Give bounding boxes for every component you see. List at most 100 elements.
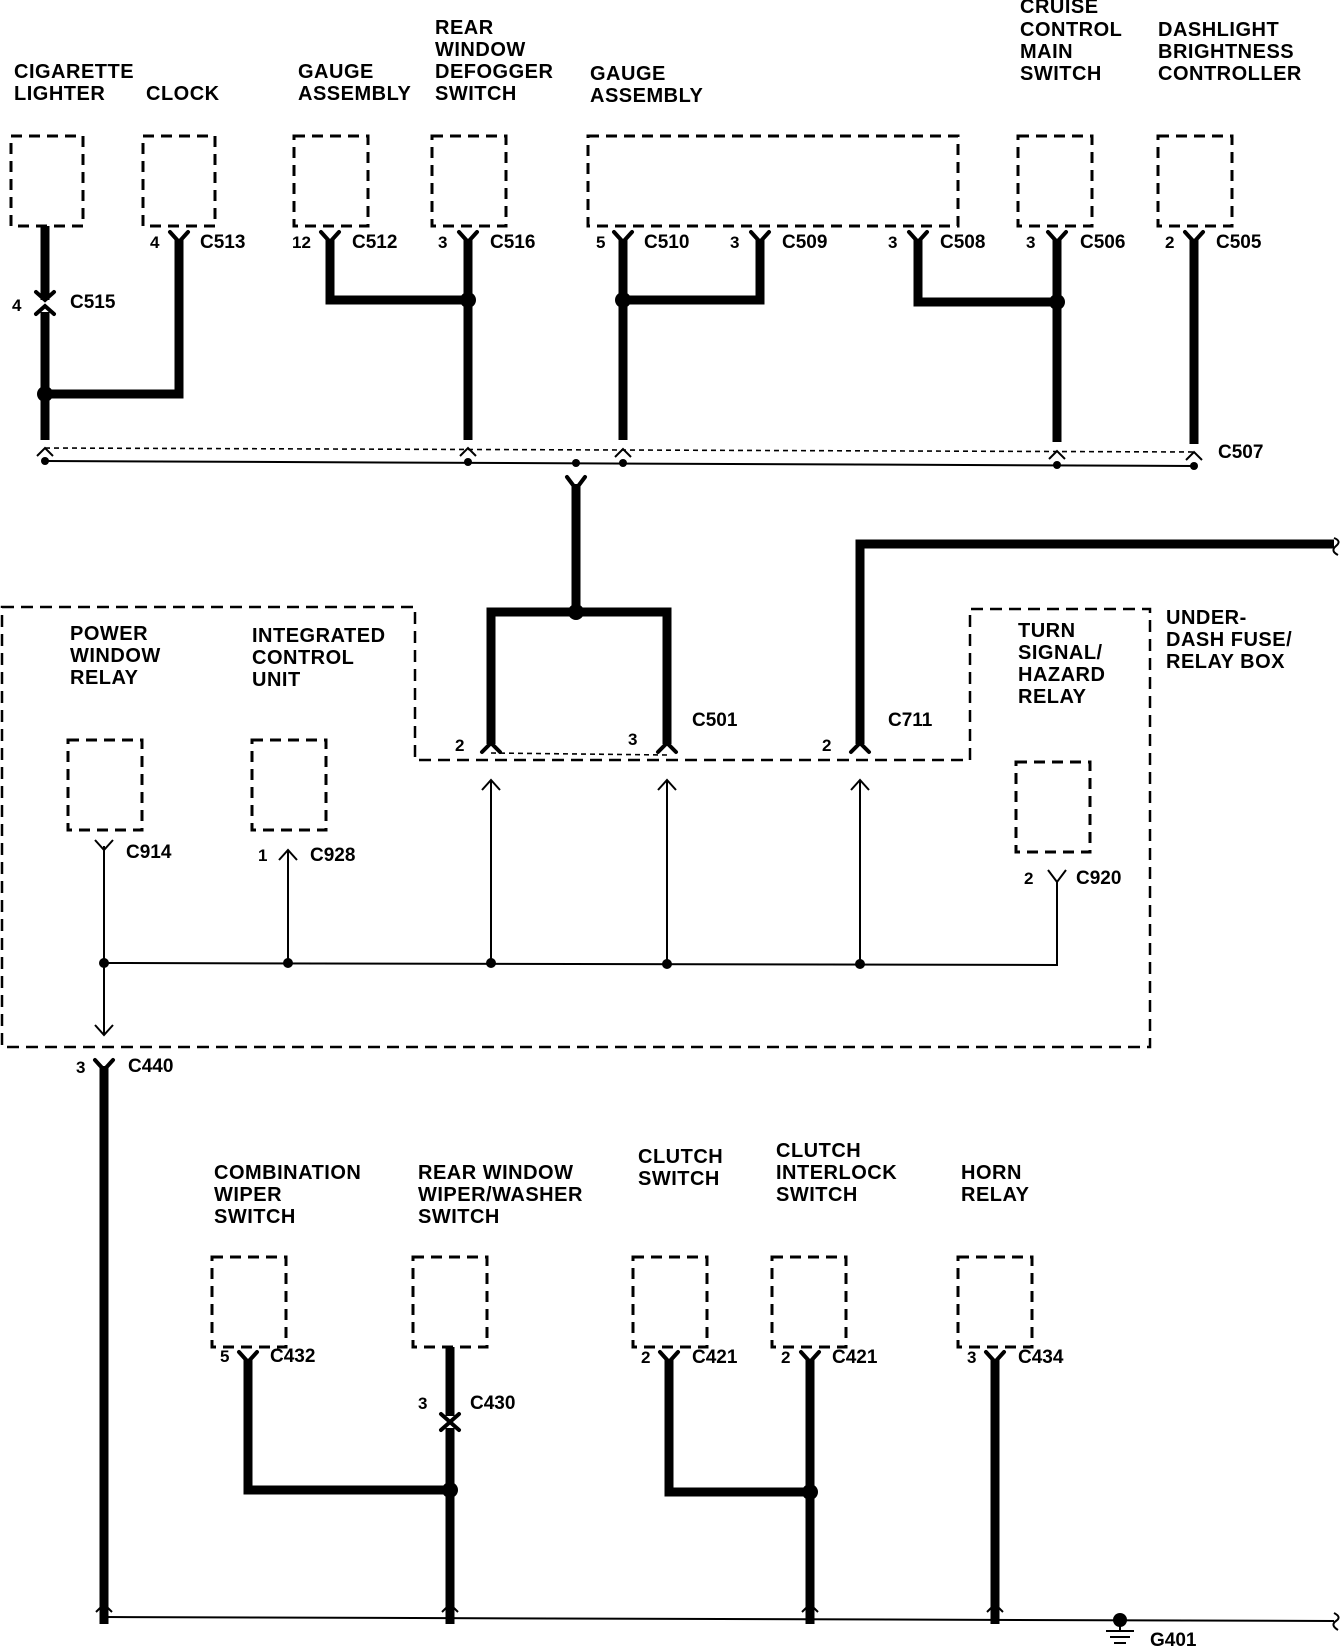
label-cigarette-lighter: CIGARETTE LIGHTER [14, 61, 134, 105]
svg-text:TURN: TURN [1018, 620, 1076, 642]
c421b-symbol [799, 1350, 821, 1365]
label-under-dash-fuse-relay-box: UNDER- DASH FUSE/ RELAY BOX [1166, 607, 1292, 673]
top-wiring [36, 226, 1203, 470]
c430-label: C430 [470, 1393, 515, 1414]
c508-label: C508 [940, 232, 985, 253]
c507-pin-5 [1053, 461, 1061, 469]
g-bus-splice-1 [100, 1613, 108, 1621]
svg-text:HAZARD: HAZARD [1018, 664, 1105, 686]
label-cruise-control-main-switch: CRUISE CONTROL MAIN SWITCH [1020, 0, 1122, 85]
svg-text:UNDER-: UNDER- [1166, 607, 1247, 629]
c501b-arrow [657, 778, 677, 791]
svg-text:DASH FUSE/: DASH FUSE/ [1166, 629, 1292, 651]
svg-text:CIGARETTE: CIGARETTE [14, 61, 134, 83]
c914-label: C914 [126, 842, 172, 863]
turn-signal-hazard-relay-box [1014, 760, 1092, 854]
label-rear-window-defogger-switch: REAR WINDOW DEFOGGER SWITCH [435, 17, 553, 105]
c920-label: C920 [1076, 868, 1121, 889]
svg-text:WINDOW: WINDOW [435, 39, 526, 61]
middle-connector-labels: 2 3 C501 2 C711 C914 1 C928 2 C920 [126, 710, 1121, 889]
c507-term-1 [36, 446, 54, 457]
c509-pin: 3 [730, 233, 739, 252]
svg-text:RELAY: RELAY [961, 1184, 1030, 1206]
combination-wiper-switch-box [210, 1255, 288, 1349]
label-combination-wiper-switch: COMBINATION WIPER SWITCH [214, 1162, 361, 1228]
label-clutch-interlock-switch: CLUTCH INTERLOCK SWITCH [776, 1140, 897, 1206]
clutch-switch-box [631, 1255, 709, 1349]
c507-pin-6 [1190, 462, 1198, 470]
c516-pin: 3 [438, 233, 447, 252]
c507-pin-2 [464, 458, 472, 466]
g-term-3 [801, 1602, 819, 1613]
svg-text:POWER: POWER [70, 623, 148, 645]
label-clutch-switch: CLUTCH SWITCH [638, 1146, 723, 1190]
svg-text:UNIT: UNIT [252, 669, 301, 691]
label-horn-relay: HORN RELAY [961, 1162, 1030, 1206]
c512-label: C512 [352, 232, 397, 253]
c507-label: C507 [1218, 442, 1263, 463]
svg-text:BRIGHTNESS: BRIGHTNESS [1158, 41, 1294, 63]
splice-gauge-1 [460, 292, 476, 308]
c510-symbol [612, 230, 634, 245]
c515-symbol-top [34, 290, 56, 303]
c512-symbol [319, 230, 341, 245]
g-term-4 [986, 1602, 1004, 1613]
c509-label: C509 [782, 232, 827, 253]
svg-text:REAR WINDOW: REAR WINDOW [418, 1162, 573, 1184]
integrated-control-unit-box [250, 738, 328, 832]
c515-label: C515 [70, 292, 116, 313]
svg-text:MAIN: MAIN [1020, 41, 1073, 63]
bus-splice-1 [99, 958, 109, 968]
wire-c711-to-g401-branch [855, 539, 1334, 744]
svg-text:ASSEMBLY: ASSEMBLY [298, 83, 411, 105]
svg-text:LIGHTER: LIGHTER [14, 83, 105, 105]
c507-term-3 [614, 447, 632, 458]
gauge-assembly-1-box [292, 134, 370, 228]
svg-text:SWITCH: SWITCH [1020, 63, 1102, 85]
top-connector-symbols [34, 230, 1205, 316]
g-bus-splice-2 [446, 1614, 454, 1622]
svg-text:CRUISE: CRUISE [1020, 0, 1099, 18]
label-dashlight-brightness-controller: DASHLIGHT BRIGHTNESS CONTROLLER [1158, 19, 1301, 85]
label-turn-signal-hazard-relay: TURN SIGNAL/ HAZARD RELAY [1018, 620, 1105, 708]
top-connector-labels: 4 C515 4 C513 12 C512 3 C516 5 C510 3 C5… [12, 232, 1263, 463]
c510-label: C510 [644, 232, 689, 253]
c506-symbol [1046, 230, 1068, 245]
g401-label: G401 [1150, 1630, 1197, 1650]
c501b-symbol [656, 740, 678, 754]
rear-window-wiper-washer-switch-box [411, 1255, 489, 1349]
c515-symbol-bottom [34, 303, 56, 316]
c434-pin: 3 [967, 1348, 976, 1367]
rear-window-defogger-switch-box [430, 134, 508, 228]
wire-gauge-c509 [623, 240, 765, 305]
bus-splice-5 [855, 959, 865, 969]
svg-text:SWITCH: SWITCH [638, 1168, 720, 1190]
svg-text:RELAY: RELAY [1018, 686, 1087, 708]
wire-combination-wiper [243, 1360, 450, 1495]
gauge-assembly-2-box [586, 134, 960, 228]
c434-label: C434 [1018, 1347, 1064, 1368]
svg-text:WIPER/WASHER: WIPER/WASHER [418, 1184, 583, 1206]
c421b-label: C421 [832, 1347, 878, 1368]
c507-term-4 [1048, 449, 1066, 460]
label-rear-window-wiper-washer-switch: REAR WINDOW WIPER/WASHER SWITCH [418, 1162, 583, 1228]
c508-pin: 3 [888, 233, 897, 252]
wire-clutch-switch [664, 1360, 810, 1497]
c507-dashed-edge [44, 447, 1195, 453]
splice-gauge-2 [615, 292, 631, 308]
c516-symbol [457, 230, 479, 245]
c914-symbol [94, 839, 114, 852]
svg-text:ASSEMBLY: ASSEMBLY [590, 85, 703, 107]
bottom-wiring [93, 1058, 1340, 1644]
wire-c501-branch [486, 607, 672, 744]
c513-pin: 4 [150, 233, 160, 252]
c421b-pin: 2 [781, 1348, 790, 1367]
c440-pin: 3 [76, 1058, 85, 1077]
cigarette-lighter-box [9, 134, 85, 228]
clock-box [141, 134, 217, 228]
ground-bus [103, 1616, 1335, 1622]
c516-label: C516 [490, 232, 535, 253]
bus-splice-4 [662, 959, 672, 969]
c507-pin-1 [41, 457, 49, 465]
